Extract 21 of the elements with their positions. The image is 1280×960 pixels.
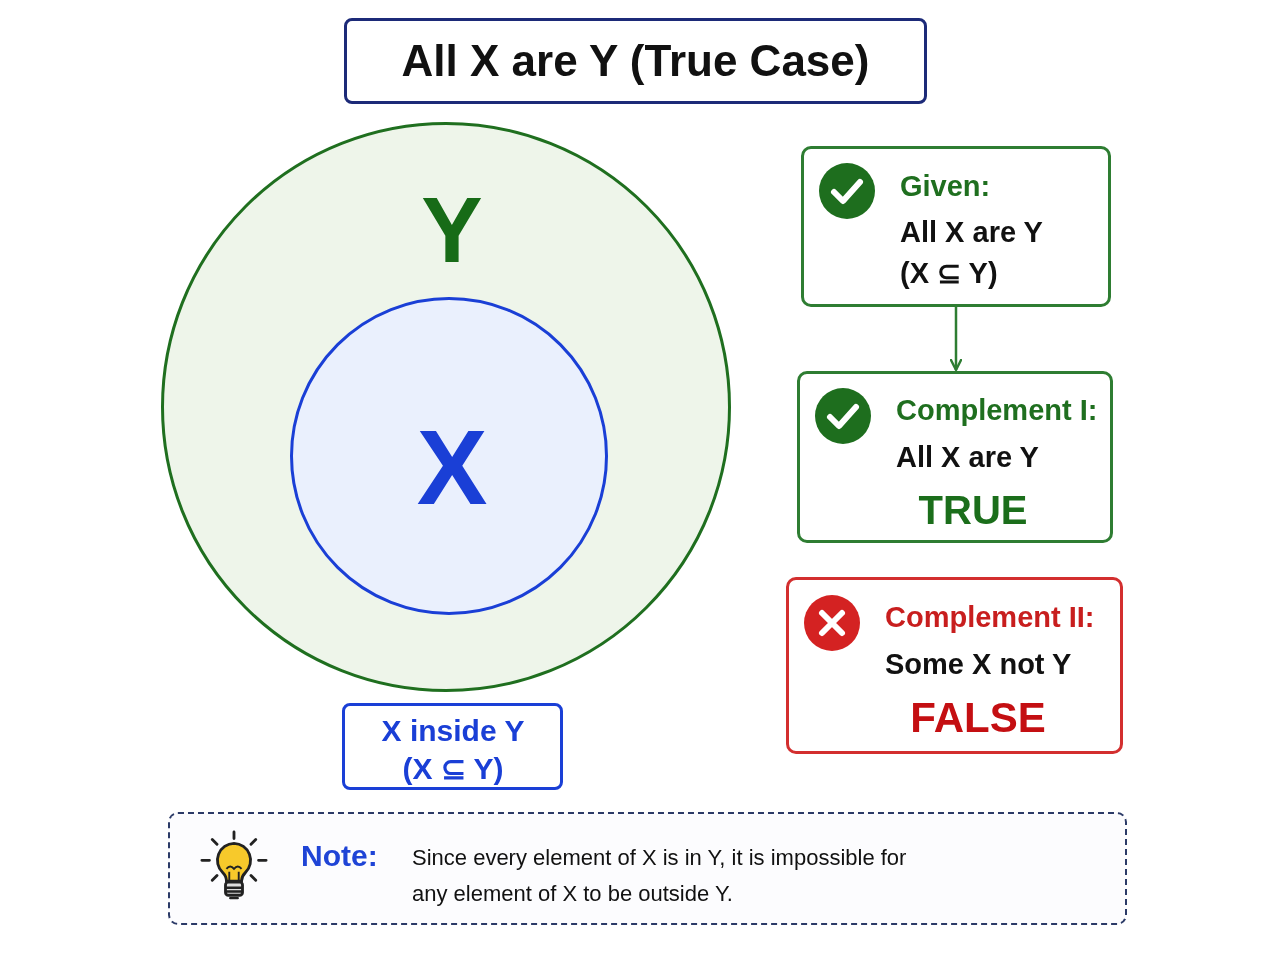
verdict-text: TRUE bbox=[918, 487, 1028, 534]
card-heading: Complement II: bbox=[885, 600, 1095, 635]
note-heading: Note: bbox=[301, 838, 378, 874]
verdict-text: FALSE bbox=[910, 693, 1046, 743]
statement-text: All X are Y bbox=[896, 440, 1039, 475]
arrow bbox=[949, 307, 963, 372]
set-label: Y bbox=[421, 178, 483, 283]
statement-text: (X ⊆ Y) bbox=[900, 256, 998, 291]
statement-text: All X are Y bbox=[900, 215, 1043, 250]
card-heading: Given: bbox=[900, 169, 991, 204]
card-heading: Complement I: bbox=[896, 393, 1098, 428]
note-text: Since every element of X is in Y, it is impossible for any element of X to be outside Y. bbox=[412, 844, 908, 909]
statement-card bbox=[801, 146, 1111, 307]
statement-card bbox=[786, 577, 1123, 754]
set-label: X bbox=[416, 407, 488, 528]
statement-card bbox=[797, 371, 1113, 543]
statement-text: Some X not Y bbox=[885, 647, 1072, 682]
caption-text: X inside Y (X ⊆ Y) bbox=[380, 713, 526, 787]
note-panel bbox=[168, 812, 1127, 925]
caption-card bbox=[342, 703, 563, 790]
diagram-title: All X are Y (True Case) bbox=[344, 18, 927, 104]
